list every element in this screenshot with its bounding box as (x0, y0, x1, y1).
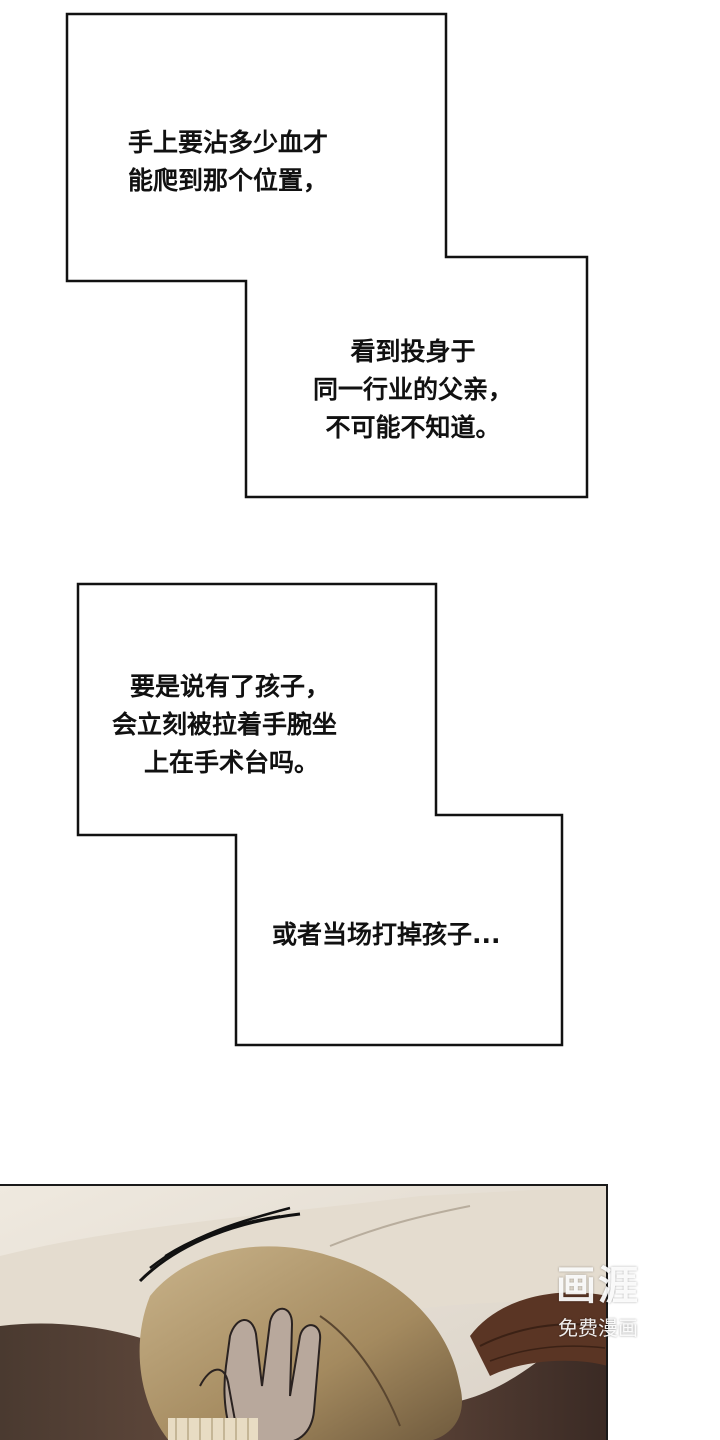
speech-line: 或者当场打掉孩子... (272, 920, 501, 949)
watermark-subtitle: 免费漫画 (558, 1316, 638, 1340)
speech-line: 会立刻被拉着手腕坐 (112, 710, 338, 739)
speech-line: 要是说有了孩子， (130, 672, 331, 701)
speech-line: 看到投身于 (350, 337, 476, 366)
watermark-logo: 画涯 (556, 1263, 640, 1309)
speech-line: 同一行业的父亲， (312, 375, 513, 404)
comic-panel-illustration (0, 1184, 608, 1440)
speech-line: 不可能不知道。 (325, 413, 501, 442)
speech-text-2: 看到投身于 同一行业的父亲， 不可能不知道。 (300, 333, 526, 447)
speech-box-2-outline (76, 582, 564, 1047)
speech-text-3: 要是说有了孩子， 会立刻被拉着手腕坐 上在手术台吗。 (112, 668, 388, 782)
speech-text-1: 手上要沾多少血才 能爬到那个位置， (128, 124, 328, 200)
speech-box-1-outline (65, 12, 589, 499)
speech-text-4: 或者当场打掉孩子... (272, 916, 501, 954)
speech-line: 上在手术台吗。 (144, 748, 320, 777)
panel-artwork (0, 1186, 606, 1440)
speech-line: 手上要沾多少血才 (128, 128, 329, 157)
watermark: 画涯 免费漫画 (538, 1258, 658, 1358)
speech-line: 能爬到那个位置， (128, 166, 329, 195)
